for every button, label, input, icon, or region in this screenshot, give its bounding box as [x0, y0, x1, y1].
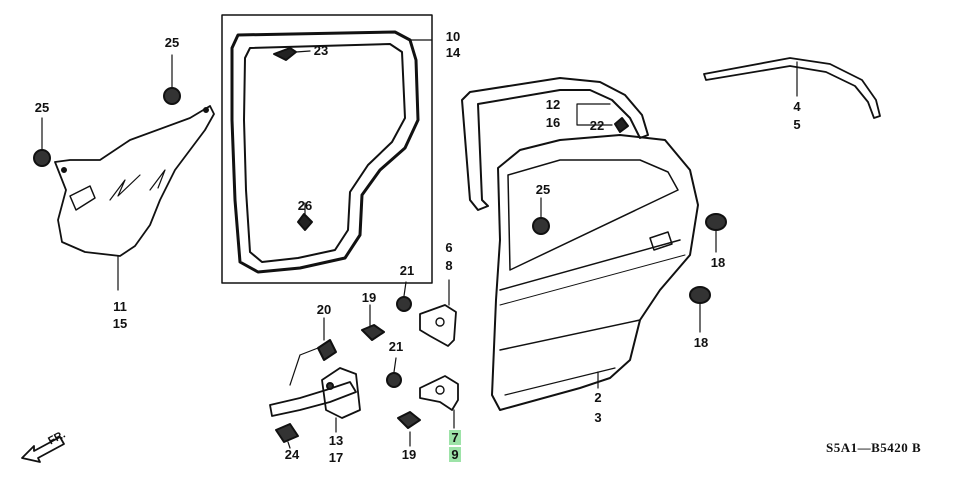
run-channel-illustration — [461, 77, 649, 211]
callout-9-highlighted[interactable]: 9 — [440, 447, 470, 462]
door-hinge-illustration — [419, 279, 459, 429]
callout-4: 4 — [793, 99, 801, 114]
sealing-sheet-illustration — [54, 105, 215, 291]
callout-13: 13 — [328, 433, 344, 448]
callout-5: 5 — [793, 117, 801, 132]
callout-14: 14 — [445, 45, 461, 60]
callout-16: 16 — [545, 115, 561, 130]
molding-illustration — [703, 57, 881, 119]
callout-7-highlighted[interactable]: 7 — [440, 430, 470, 445]
callout-3: 3 — [594, 410, 602, 425]
callout-9-text[interactable]: 9 — [449, 447, 461, 462]
diagram-code: S5A1—B5420 B — [826, 440, 922, 455]
front-direction-arrow — [21, 436, 65, 463]
plug-illustration — [689, 213, 727, 333]
callout-20: 20 — [316, 302, 332, 317]
callout-10: 10 — [445, 29, 461, 44]
grommet-illustration — [33, 54, 550, 235]
callout-25-grommet-top: 25 — [164, 35, 180, 50]
door-checker-illustration — [269, 317, 361, 449]
callout-25-grommet-left: 25 — [34, 100, 50, 115]
rear-door-illustration — [491, 134, 699, 411]
callout-21-upper: 21 — [399, 263, 415, 278]
callout-7-text[interactable]: 7 — [449, 430, 461, 445]
callout-8: 8 — [445, 258, 453, 273]
callout-18-upper: 18 — [710, 255, 726, 270]
callout-17: 17 — [328, 450, 344, 465]
callout-19-lower: 19 — [401, 447, 417, 462]
clip-illustration — [273, 47, 313, 231]
callout-23: 23 — [313, 43, 329, 58]
bolt-illustration — [361, 281, 421, 447]
callout-22: 22 — [589, 118, 605, 133]
callout-2: 2 — [594, 390, 602, 405]
callout-12: 12 — [545, 97, 561, 112]
callout-21-lower: 21 — [388, 339, 404, 354]
callout-15: 15 — [112, 316, 128, 331]
callout-24: 24 — [284, 447, 300, 462]
weatherstrip-frame-illustration — [221, 14, 433, 284]
callout-26: 26 — [297, 198, 313, 213]
callout-19-upper: 19 — [361, 290, 377, 305]
callout-25-grommet-door: 25 — [535, 182, 551, 197]
callout-18-lower: 18 — [693, 335, 709, 350]
callout-11: 11 — [113, 299, 127, 314]
callout-6: 6 — [445, 240, 453, 255]
